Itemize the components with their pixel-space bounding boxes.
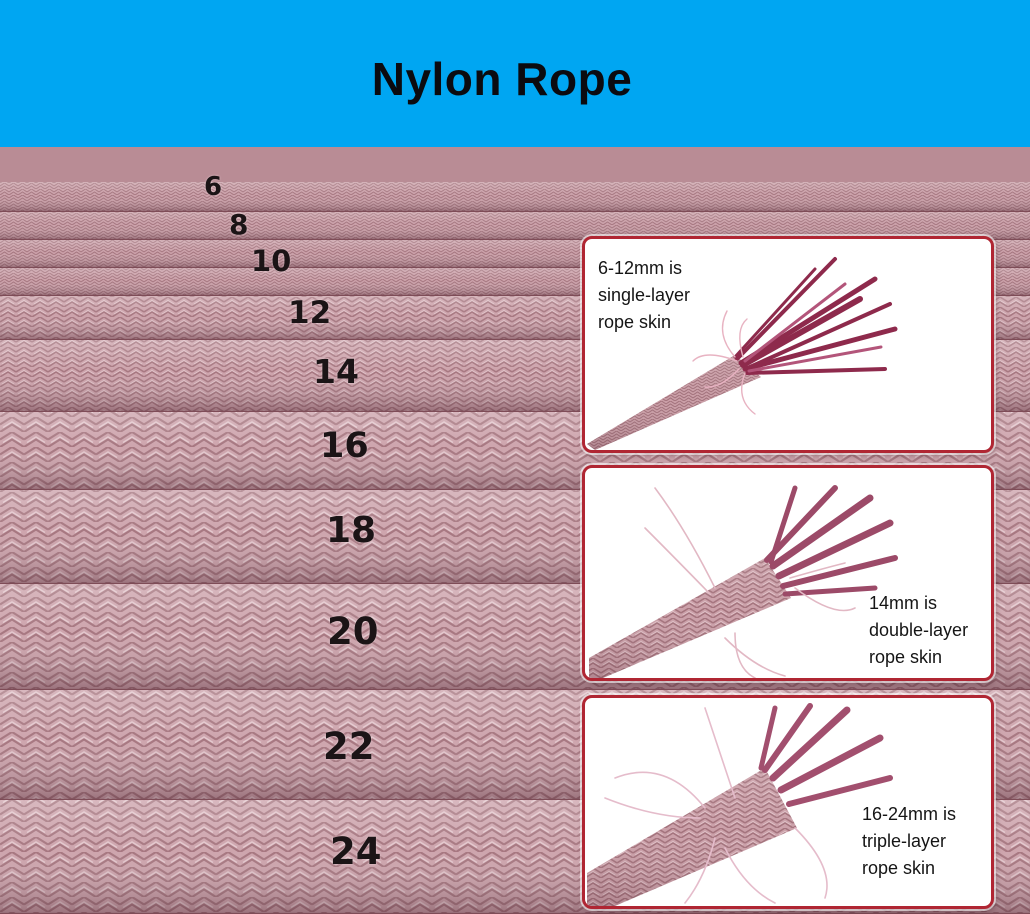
caption-line: rope skin [598,312,672,332]
single-layer-panel: 6-12mm is single-layer rope skin [582,236,994,453]
rope-band-shade [0,212,1030,240]
caption-line: double-layer [869,620,969,640]
size-label-16: 16 [320,426,369,466]
double-layer-caption: 14mm is double-layer rope skin [869,590,968,671]
page-title: Nylon Rope [371,53,633,105]
size-label-14: 14 [313,352,359,391]
size-label-12: 12 [288,295,332,331]
triple-layer-rope-illustration [587,703,893,906]
caption-line: 16-24mm is [862,804,957,824]
caption-line: rope skin [862,858,936,878]
rope-band-shade [0,182,1030,212]
size-label-24: 24 [330,830,382,873]
size-label-8: 8 [229,208,249,241]
caption-line: single-layer [598,285,691,305]
size-label-6: 6 [204,172,223,202]
title-banner: Nylon Rope [0,0,1030,147]
triple-layer-panel: 16-24mm is triple-layer rope skin [582,695,994,909]
caption-line: rope skin [869,647,943,667]
caption-line: 6-12mm is [598,258,683,278]
size-label-18: 18 [326,510,377,551]
size-label-20: 20 [327,610,379,653]
size-label-22: 22 [323,725,375,768]
caption-line: triple-layer [862,831,947,851]
single-layer-caption: 6-12mm is single-layer rope skin [598,255,690,336]
size-label-10: 10 [251,244,292,278]
caption-line: 14mm is [869,593,938,613]
double-layer-panel: 14mm is double-layer rope skin [582,465,994,681]
double-layer-rope-illustration [589,485,898,678]
single-layer-rope-illustration [587,257,898,450]
triple-layer-caption: 16-24mm is triple-layer rope skin [862,801,956,882]
